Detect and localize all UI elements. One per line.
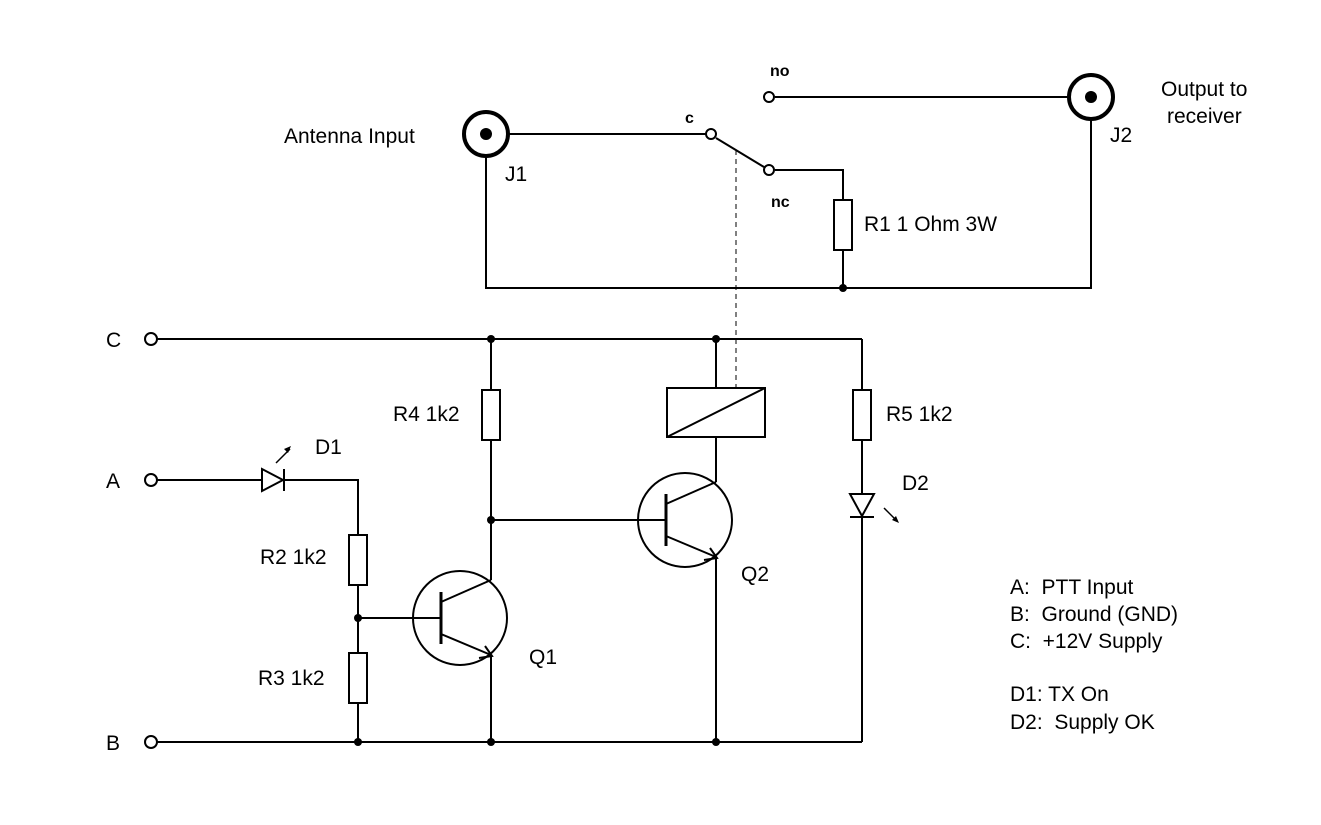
d1-label: D1 <box>315 436 342 459</box>
legend-item: C: +12V Supply <box>1010 630 1163 653</box>
terminal-b <box>144 735 158 749</box>
terminal-c <box>144 332 158 346</box>
relay-coil <box>666 387 766 438</box>
j1-connector <box>462 110 510 158</box>
terminal-c-label: C <box>106 329 121 352</box>
terminal-a <box>144 473 158 487</box>
output-label-line1: Output to <box>1161 78 1247 101</box>
r2-label: R2 1k2 <box>260 546 327 569</box>
r5-resistor <box>852 389 872 441</box>
terminal-b-label: B <box>106 732 120 755</box>
q1-label: Q1 <box>529 646 557 669</box>
switch-nc-label: nc <box>771 194 790 211</box>
output-label-line2: receiver <box>1167 105 1242 128</box>
r4-label: R4 1k2 <box>393 403 460 426</box>
legend-item: D2: Supply OK <box>1010 711 1155 734</box>
d2-led <box>848 493 899 523</box>
r3-resistor <box>348 652 368 704</box>
antenna-input-label: Antenna Input <box>284 125 415 148</box>
r3-label: R3 1k2 <box>258 667 325 690</box>
j1-label: J1 <box>505 163 527 186</box>
r1-label: R1 1 Ohm 3W <box>864 213 997 236</box>
legend-item: B: Ground (GND) <box>1010 603 1178 626</box>
relay-switch-contacts <box>705 91 775 176</box>
legend-item: D1: TX On <box>1010 683 1109 706</box>
legend: A: PTT Input B: Ground (GND) C: +12V Sup… <box>1010 576 1178 734</box>
junction-dots <box>354 335 720 746</box>
q2-label: Q2 <box>741 563 769 586</box>
legend-item: A: PTT Input <box>1010 576 1133 599</box>
switch-no-label: no <box>770 63 790 80</box>
d1-led <box>261 446 291 493</box>
rf-wiring <box>485 96 1092 289</box>
j2-label: J2 <box>1110 124 1132 147</box>
r2-resistor <box>348 534 368 586</box>
q2-transistor <box>637 472 733 568</box>
r1-resistor <box>833 199 853 251</box>
q1-transistor <box>412 570 508 666</box>
r4-resistor <box>481 389 501 441</box>
r5-label: R5 1k2 <box>886 403 953 426</box>
j2-connector <box>1067 73 1115 121</box>
d2-label: D2 <box>902 472 929 495</box>
terminal-a-label: A <box>106 470 120 493</box>
switch-c-label: c <box>685 110 694 127</box>
